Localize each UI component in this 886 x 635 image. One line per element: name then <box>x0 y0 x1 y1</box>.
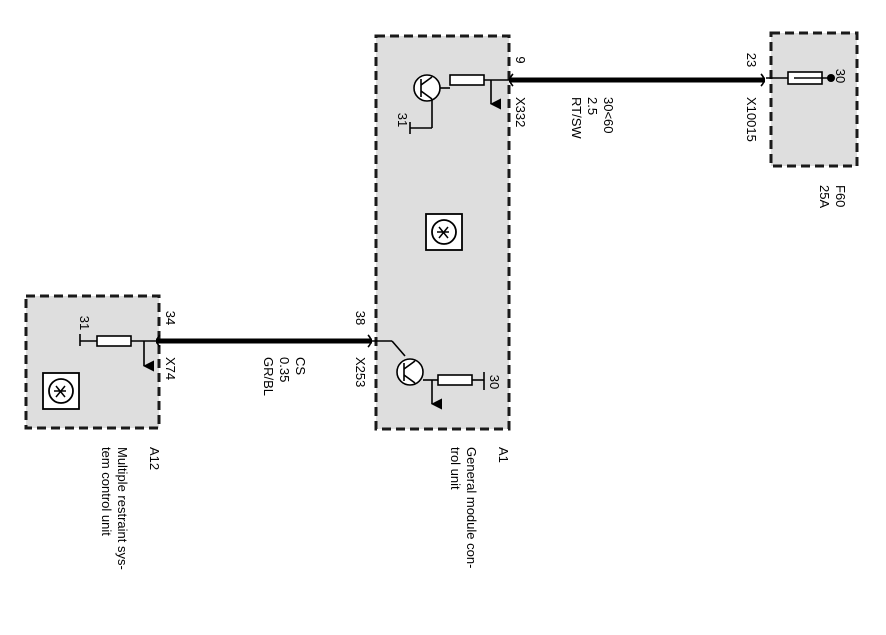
wire-cs-size: 0.35 <box>277 357 292 382</box>
module-a12: 31 <box>24 294 161 430</box>
a1-pin-9: 9 <box>513 56 528 63</box>
connector-x10015: X10015 <box>744 97 759 142</box>
wire-cs-color: GR/BL <box>261 357 276 396</box>
fuse-icon <box>766 71 835 85</box>
wire-power-size: 2.5 <box>585 97 600 115</box>
module-icon <box>425 213 463 251</box>
a1-term30: 30 <box>487 375 502 389</box>
wire-cs <box>156 334 372 348</box>
a12-pin-34: 34 <box>163 311 178 325</box>
a12-ground-pin: 31 <box>77 316 92 330</box>
module-a1: 31 30 <box>372 34 511 431</box>
wire-cs-signal: CS <box>293 357 308 375</box>
module-f60: 30 <box>766 31 859 168</box>
wire-30-60 <box>509 73 765 87</box>
a12-name-line1: Multiple restraint sys- <box>115 447 130 570</box>
module-icon <box>42 372 80 410</box>
a12-id: A12 <box>147 447 162 470</box>
a1-pin-38: 38 <box>353 311 368 325</box>
transistor-lower <box>372 340 485 410</box>
a1-id: A1 <box>496 447 511 463</box>
a1-ground-pin: 31 <box>395 113 410 127</box>
transistor-upper <box>409 74 509 134</box>
f60-id: F60 <box>833 185 848 207</box>
f60-rating: 25A <box>817 185 832 208</box>
connector-x253: X253 <box>353 357 368 387</box>
a12-name-line2: tem control unit <box>99 447 114 536</box>
connector-x74: X74 <box>163 357 178 380</box>
wire-power-signal: 30<60 <box>601 97 616 134</box>
f60-pin-23: 23 <box>744 53 759 67</box>
f60-term30: 30 <box>833 69 848 83</box>
module-f60-box <box>769 31 859 168</box>
ground-terminal <box>79 334 156 372</box>
wire-power-color: RT/SW <box>569 97 584 139</box>
a1-name-line1: General module con- <box>464 447 479 568</box>
a1-name-line2: trol unit <box>448 447 463 490</box>
connector-x332: X332 <box>513 97 528 127</box>
